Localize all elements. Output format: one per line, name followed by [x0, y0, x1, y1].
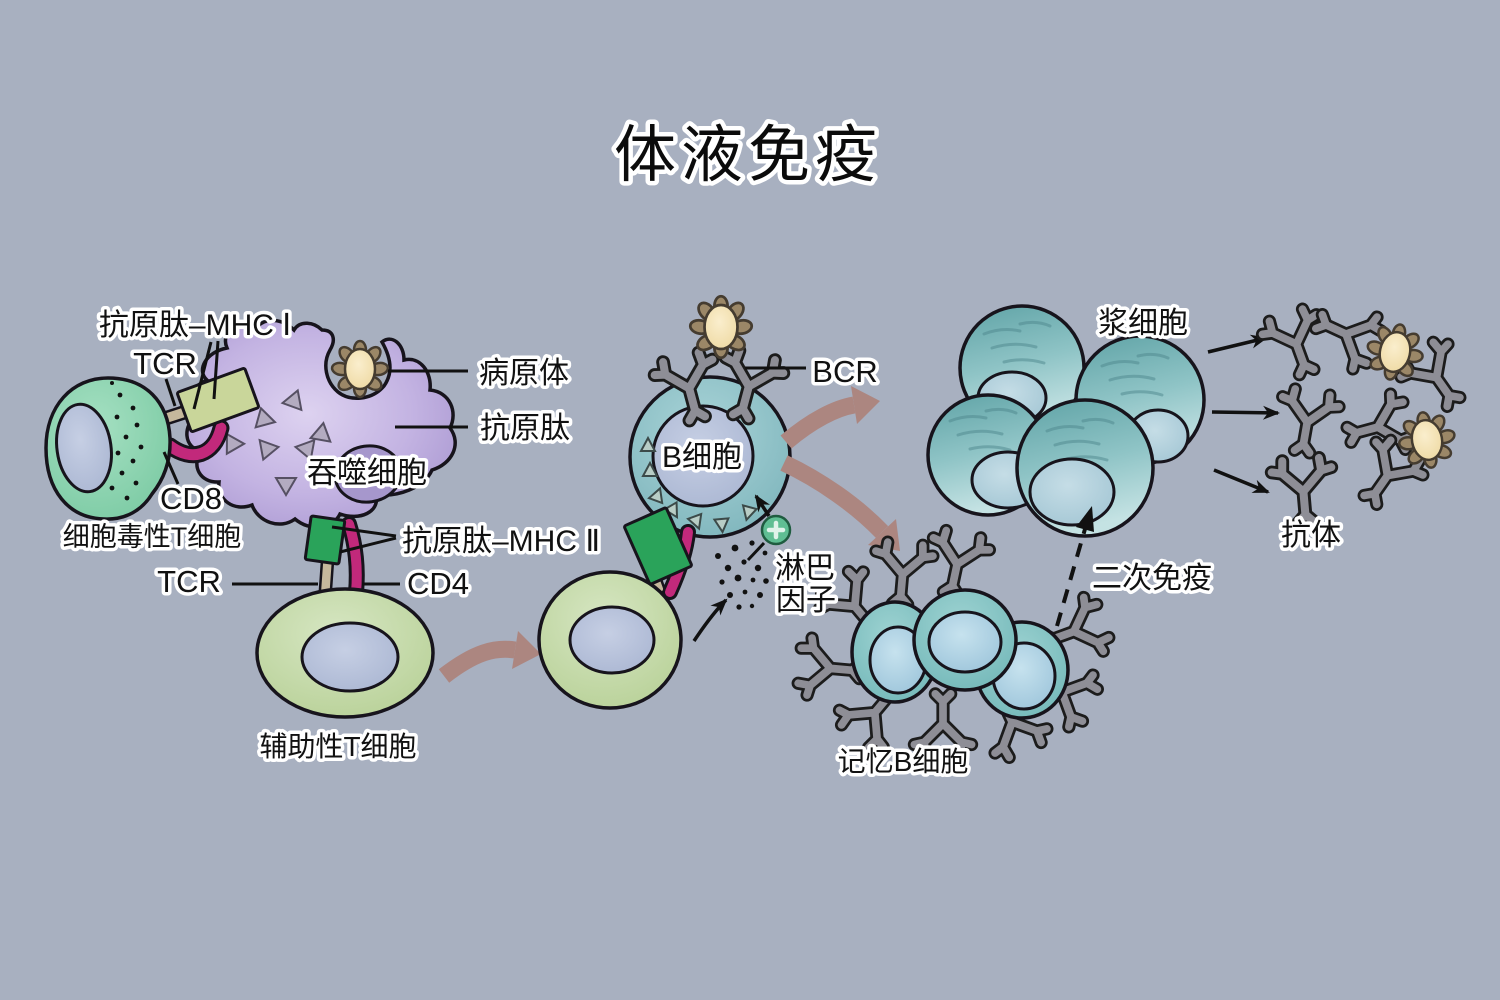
secretion-arrow — [1213, 468, 1270, 494]
differentiation-arrow-1-head — [512, 631, 541, 669]
lymphokine-dots — [715, 540, 769, 610]
b-cell-nucleus — [651, 404, 755, 508]
to-memory-arrow — [780, 455, 889, 538]
cytotoxic-t-nucleus — [55, 402, 113, 494]
to-plasma-arrow-head — [851, 386, 880, 424]
lymphokine-to-bcell-arrow — [754, 494, 771, 517]
label-plasma-cell: 浆细胞 — [1098, 307, 1188, 340]
secretion-arrow — [1211, 405, 1280, 420]
mhc1-pointer — [192, 340, 220, 410]
mhc2-complex-1 — [303, 514, 347, 566]
cd8-pointer — [162, 451, 180, 485]
label-antigen-mhc2: 抗原肽–MHC Ⅱ — [402, 525, 600, 558]
differentiation-arrow-1 — [438, 640, 517, 683]
label-antibody: 抗体 — [1281, 519, 1341, 552]
label-tcr-top: TCR — [133, 346, 197, 381]
mhc2-complex-2 — [623, 506, 693, 586]
antigen-fragments — [225, 388, 332, 497]
plasma-cell — [1015, 398, 1155, 538]
label-secondary-immune: 二次免疫 — [1092, 562, 1212, 595]
to-plasma-arrow — [780, 396, 856, 449]
tcr-top-pointer — [164, 378, 177, 407]
label-antigen-mhc1: 抗原肽–MHC Ⅰ — [99, 309, 291, 342]
pathogen-icon — [329, 339, 391, 399]
plus-icon — [766, 520, 786, 540]
helper-to-lymphokine-arrow — [692, 598, 728, 642]
helper-t-1-nucleus — [300, 621, 400, 693]
granules — [109, 381, 144, 501]
label-helper-t: 辅助性T细胞 — [259, 731, 416, 762]
label-cd4: CD4 — [407, 566, 469, 601]
secondary-immune-arrow — [1055, 528, 1087, 627]
label-lymphokine-1: 淋巴 — [775, 552, 835, 585]
label-cd8: CD8 — [160, 481, 222, 516]
phagocyte-nucleus — [333, 444, 403, 504]
label-lymphokine-2: 因子 — [776, 584, 836, 617]
label-cytotoxic-t: 细胞毒性T细胞 — [63, 522, 242, 552]
helper-t-2-nucleus — [568, 605, 656, 675]
b-cell-vesicles — [639, 435, 759, 535]
label-phagocyte: 吞噬细胞 — [307, 457, 427, 490]
memory-b-cluster — [797, 528, 1112, 762]
pathogen-icon — [687, 294, 755, 360]
label-tcr-bottom: TCR — [157, 564, 221, 599]
label-b-cell: B细胞 — [662, 441, 742, 474]
label-memory-b: 记忆B细胞 — [838, 746, 969, 777]
label-bcr: BCR — [812, 354, 877, 389]
mhc2-pointer — [331, 525, 397, 554]
plasma-cell-cluster — [926, 304, 1206, 538]
mhc1-complex — [176, 367, 260, 433]
memory-b-cell — [912, 588, 1018, 692]
lymphokine-stub-line — [746, 541, 766, 562]
label-antigen-peptide: 抗原肽 — [480, 412, 570, 445]
secondary-immune-arrow-head — [1076, 506, 1094, 532]
cd8-band-fill — [164, 422, 227, 461]
diagram-title: 体液免疫 — [614, 121, 882, 190]
secretion-arrow — [1207, 334, 1268, 354]
label-pathogen: 病原体 — [479, 357, 569, 390]
